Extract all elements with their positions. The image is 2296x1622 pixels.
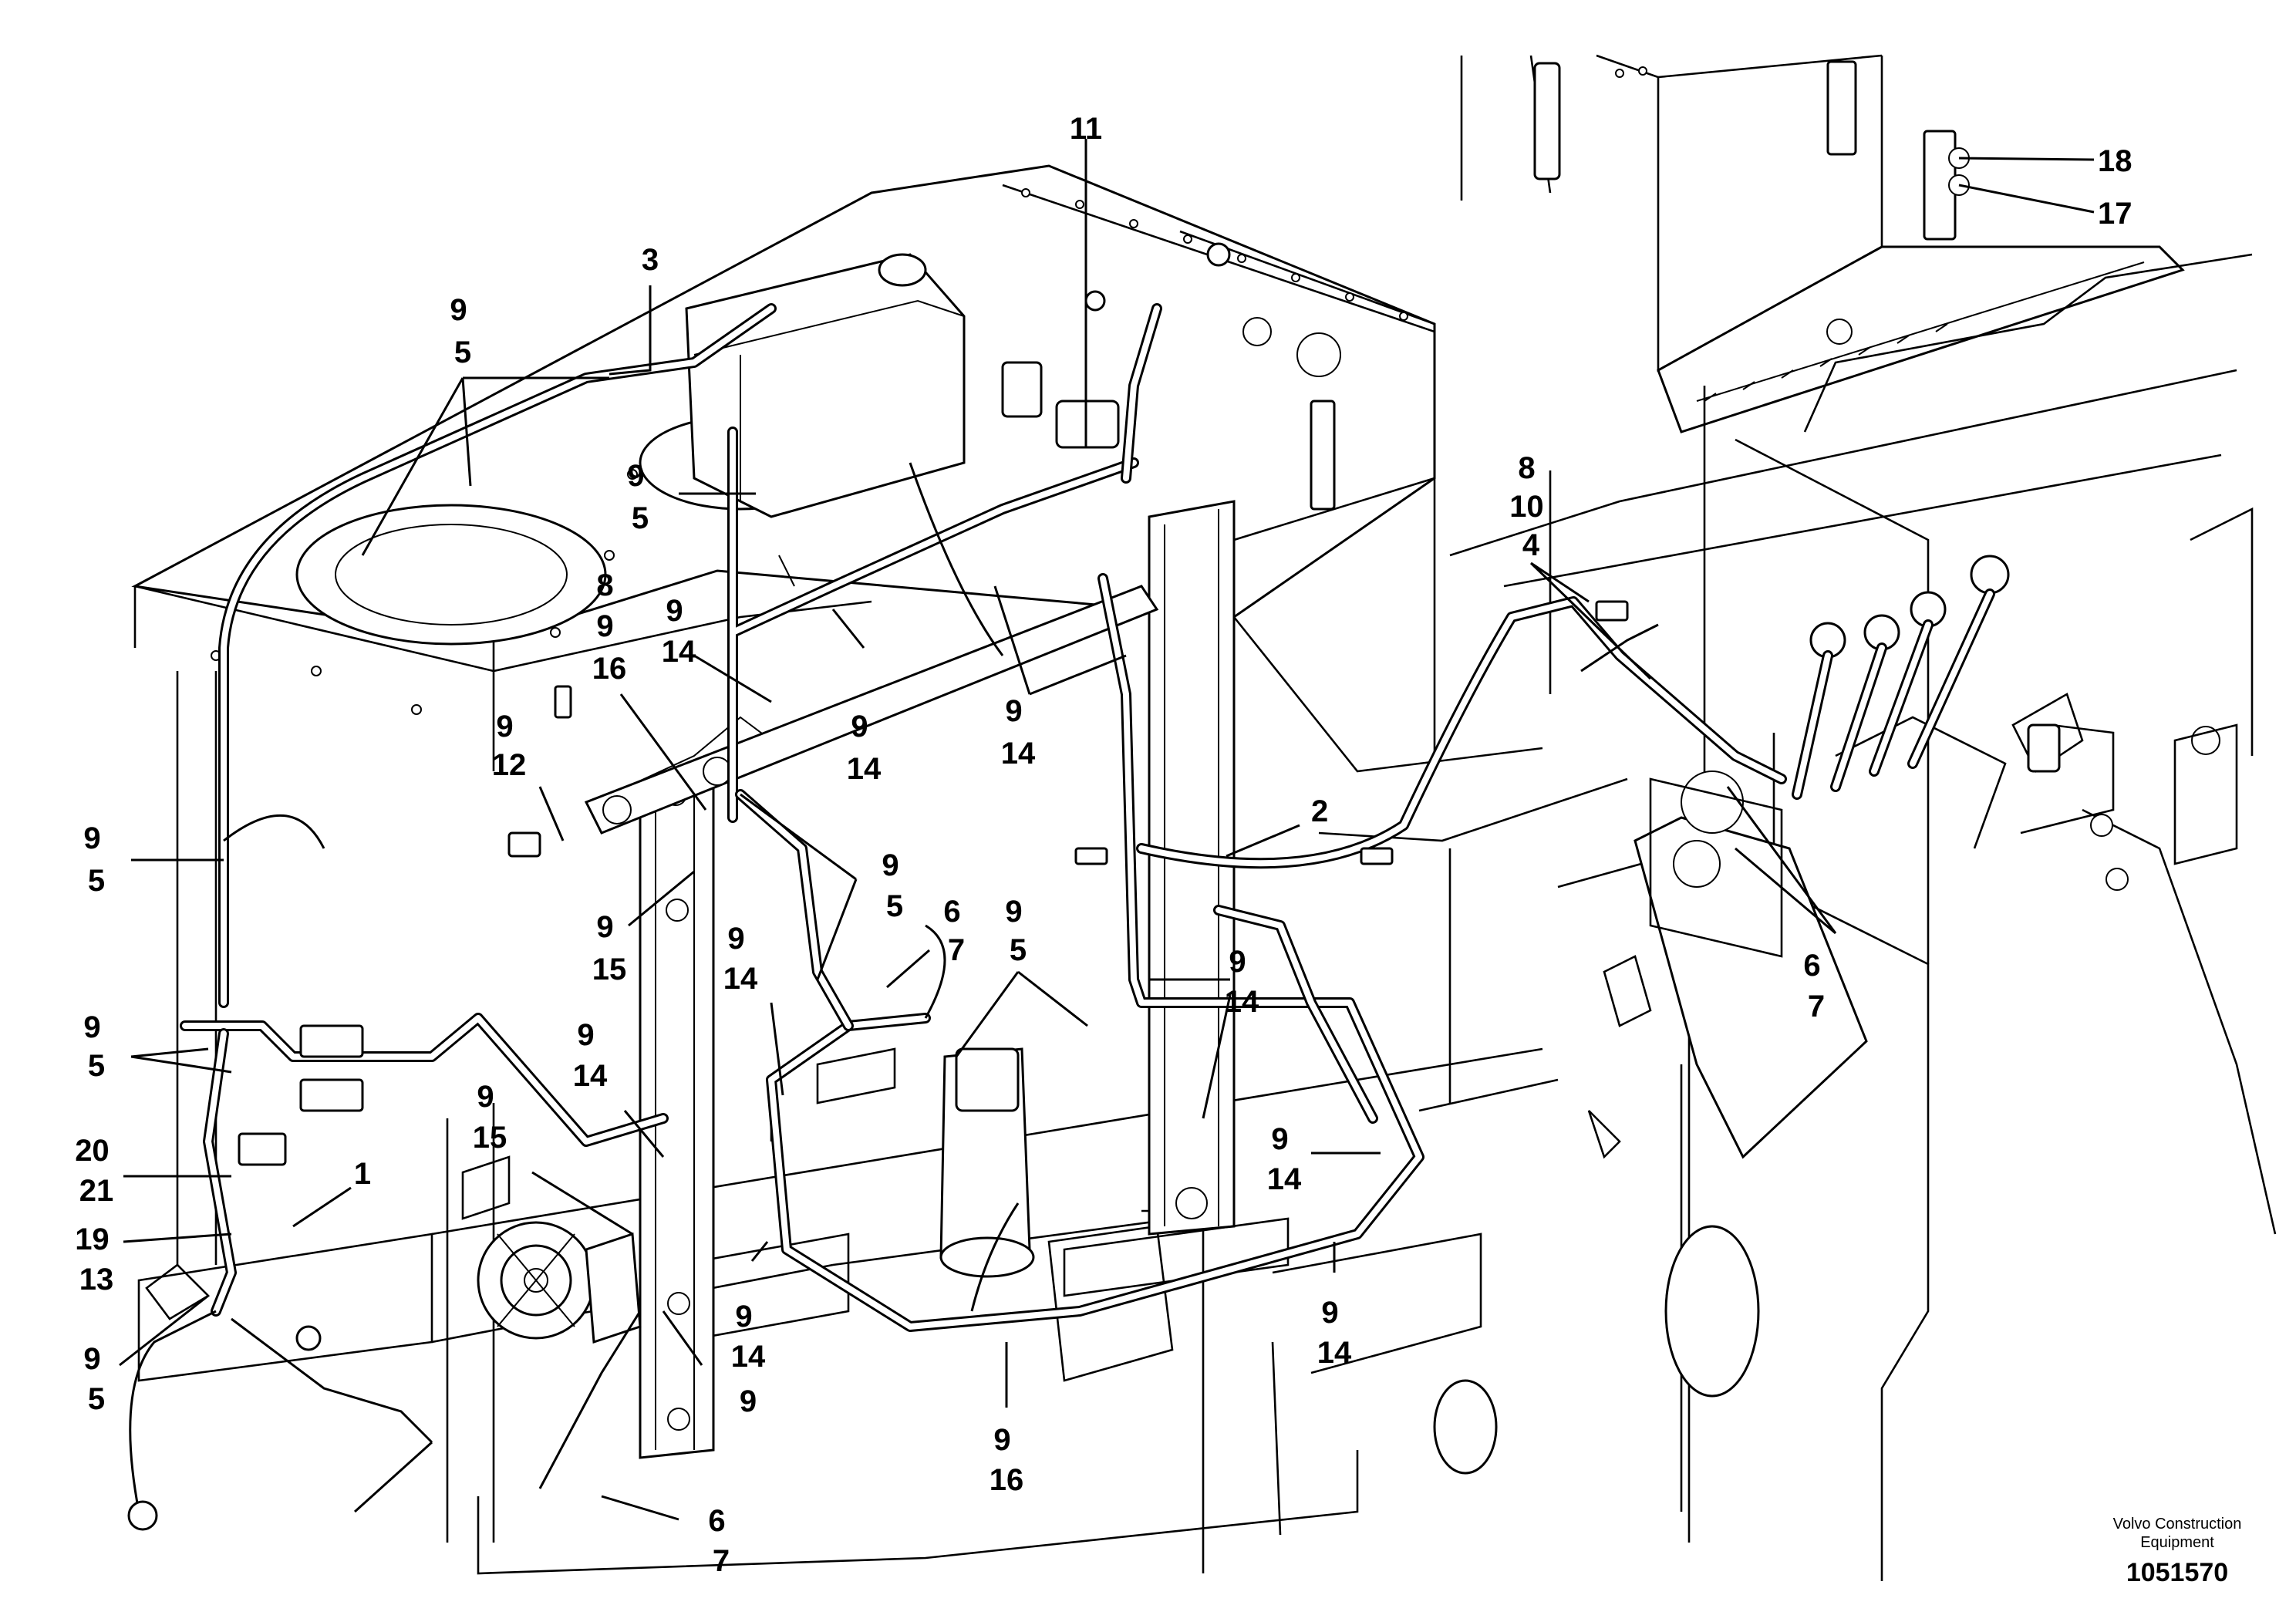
callout-9-14-a: 9 14 [662, 594, 696, 669]
callout-20-21: 20 21 [75, 1134, 118, 1208]
callout-17: 17 [2098, 197, 2132, 231]
callout-9-14-e: 9 14 [1225, 945, 1259, 1019]
callout-9-15-a: 9 15 [592, 910, 627, 986]
callout-9-14-h: 9 14 [731, 1300, 766, 1374]
callout-2: 2 [1311, 794, 1328, 828]
callout-9-5-center: 9 5 [1005, 895, 1030, 967]
callout-6-7-bottom: 6 7 [708, 1504, 733, 1578]
callout-9-5-bottom-left: 9 5 [83, 1342, 109, 1416]
callout-9-5-left: 9 5 [83, 821, 109, 898]
callout-9-14-d: 9 14 [723, 922, 758, 996]
callout-labels: 11 3 18 17 9 5 9 5 8 10 4 9 14 8 9 16 9 … [75, 112, 2132, 1578]
callout-9-bottom: 9 [740, 1384, 757, 1418]
callout-9-14-b: 9 14 [847, 710, 882, 786]
left-vertical-post [593, 716, 773, 1459]
misc-connectors [127, 242, 1629, 1531]
callout-9-14-f: 9 14 [573, 1018, 608, 1093]
callout-9-14-i: 9 14 [1317, 1296, 1352, 1370]
brand-line-1: Volvo Construction [2113, 1516, 2242, 1533]
lower-left-frame [137, 671, 1543, 1575]
document-number: 1051570 [2126, 1558, 2228, 1587]
thin-wires [129, 462, 1659, 1513]
callout-18: 18 [2098, 144, 2132, 178]
callout-9-12: 9 12 [492, 710, 527, 782]
callout-1: 1 [354, 1157, 371, 1191]
callout-6-7-mid: 6 7 [943, 895, 969, 967]
machine-line-art [127, 54, 2277, 1581]
callout-9-5-lower-left: 9 5 [83, 1010, 109, 1083]
callout-6-7-right: 6 7 [1803, 949, 1829, 1023]
main-block-top [131, 164, 1543, 773]
callout-11: 11 [1070, 112, 1102, 146]
brand-block: Volvo Construction Equipment 1051570 [2113, 1516, 2242, 1587]
brand-line-2: Equipment [2140, 1534, 2214, 1551]
upper-right-cab-box [1460, 54, 2185, 433]
canister [939, 1047, 1035, 1278]
callout-9-5-topleft: 9 5 [450, 293, 475, 369]
callout-9-15-b: 9 15 [473, 1080, 507, 1155]
callout-19-13: 19 13 [75, 1222, 118, 1297]
callout-8-10-4: 8 10 4 [1509, 451, 1553, 562]
callout-9-5-mid: 9 5 [882, 848, 907, 923]
wiring-harness-bundles [180, 303, 1995, 1332]
callout-9-16-bottom: 9 16 [990, 1423, 1024, 1497]
callout-9-14-g: 9 14 [1267, 1122, 1302, 1196]
right-vertical-post [1063, 500, 1290, 1297]
callout-9-5-tank: 9 5 [627, 459, 652, 535]
leader-lines [119, 139, 2095, 1521]
callout-9-14-c: 9 14 [1001, 694, 1036, 771]
callout-8-9-16: 8 9 16 [592, 568, 627, 686]
callout-3: 3 [642, 243, 659, 277]
right-frame-chassis [1318, 253, 2277, 1581]
alternator [477, 1221, 642, 1344]
